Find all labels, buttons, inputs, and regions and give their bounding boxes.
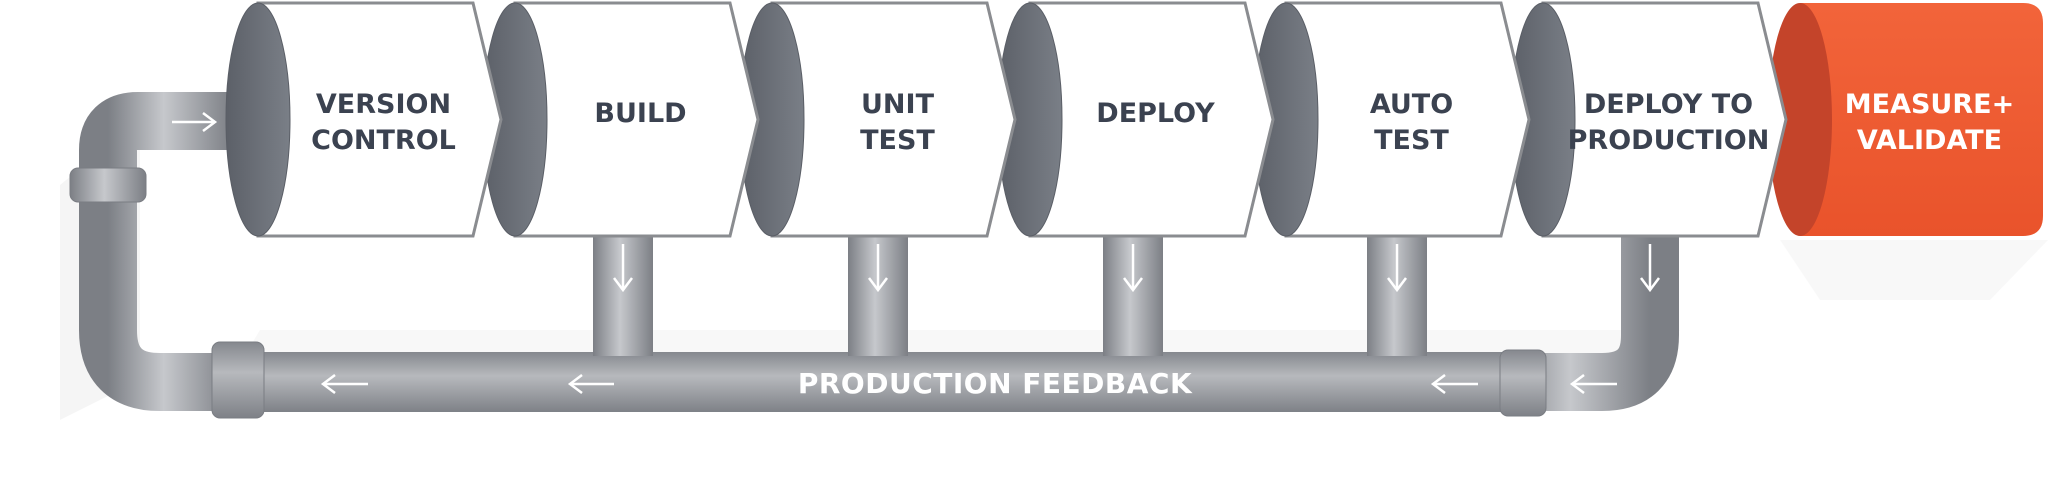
arrow-down-icon (1387, 244, 1407, 293)
arrow-left-icon (567, 374, 614, 394)
stage-4-label-line-1: DEPLOY (1096, 98, 1215, 129)
stage-3-label-line-2: TEST (860, 125, 935, 156)
stage-5-label-line-2: TEST (1374, 125, 1449, 156)
arrow-down-icon (868, 244, 888, 293)
arrow-left-icon (1569, 374, 1617, 394)
stage-1: VERSION CONTROL (225, 1, 503, 238)
stage-7: MEASURE+ VALIDATE (1768, 3, 2043, 236)
stage-1-label-line-2: CONTROL (311, 125, 456, 156)
stage-2-label-line-1: BUILD (594, 98, 686, 129)
arrow-down-icon (1123, 244, 1143, 293)
feedback-pipe (215, 352, 1520, 412)
stage-7-label-line-2: VALIDATE (1857, 125, 2002, 156)
loop-pipe-left (79, 92, 232, 411)
arrow-right-icon (172, 112, 218, 132)
stage-5-label-line-1: AUTO (1370, 89, 1453, 120)
arrow-left-icon (1430, 374, 1478, 394)
loop-pipe-right (1505, 236, 1679, 411)
stage-body-final (1800, 3, 2043, 236)
arrow-down-icon (1640, 244, 1660, 293)
stage-rim (225, 2, 291, 237)
stage-6-label-line-1: DEPLOY TO (1584, 89, 1753, 120)
pipeline-stages: MEASURE+ VALIDATE DEPLOY TO PRODUCTION AUTO T… (225, 1, 2043, 238)
stage-2: BUILD (482, 1, 760, 238)
stage-3-label-line-1: UNIT (861, 89, 935, 120)
stage-rim-final (1768, 3, 1832, 236)
stage-6: DEPLOY TO PRODUCTION (1510, 1, 1788, 238)
flow-arrows (172, 112, 1660, 394)
arrow-down-icon (613, 244, 633, 293)
stage-1-label-line-1: VERSION (316, 89, 451, 120)
stage-6-label-line-2: PRODUCTION (1568, 125, 1770, 156)
stage-7-label-line-1: MEASURE+ (1845, 89, 2014, 120)
stage-4: DEPLOY (997, 1, 1275, 238)
stage-3: UNIT TEST (739, 1, 1017, 238)
pipe-couplings (69, 167, 1547, 419)
stage-5: AUTO TEST (1253, 1, 1531, 238)
production-feedback-label: PRODUCTION FEEDBACK (798, 367, 1193, 400)
arrow-left-icon (320, 374, 368, 394)
